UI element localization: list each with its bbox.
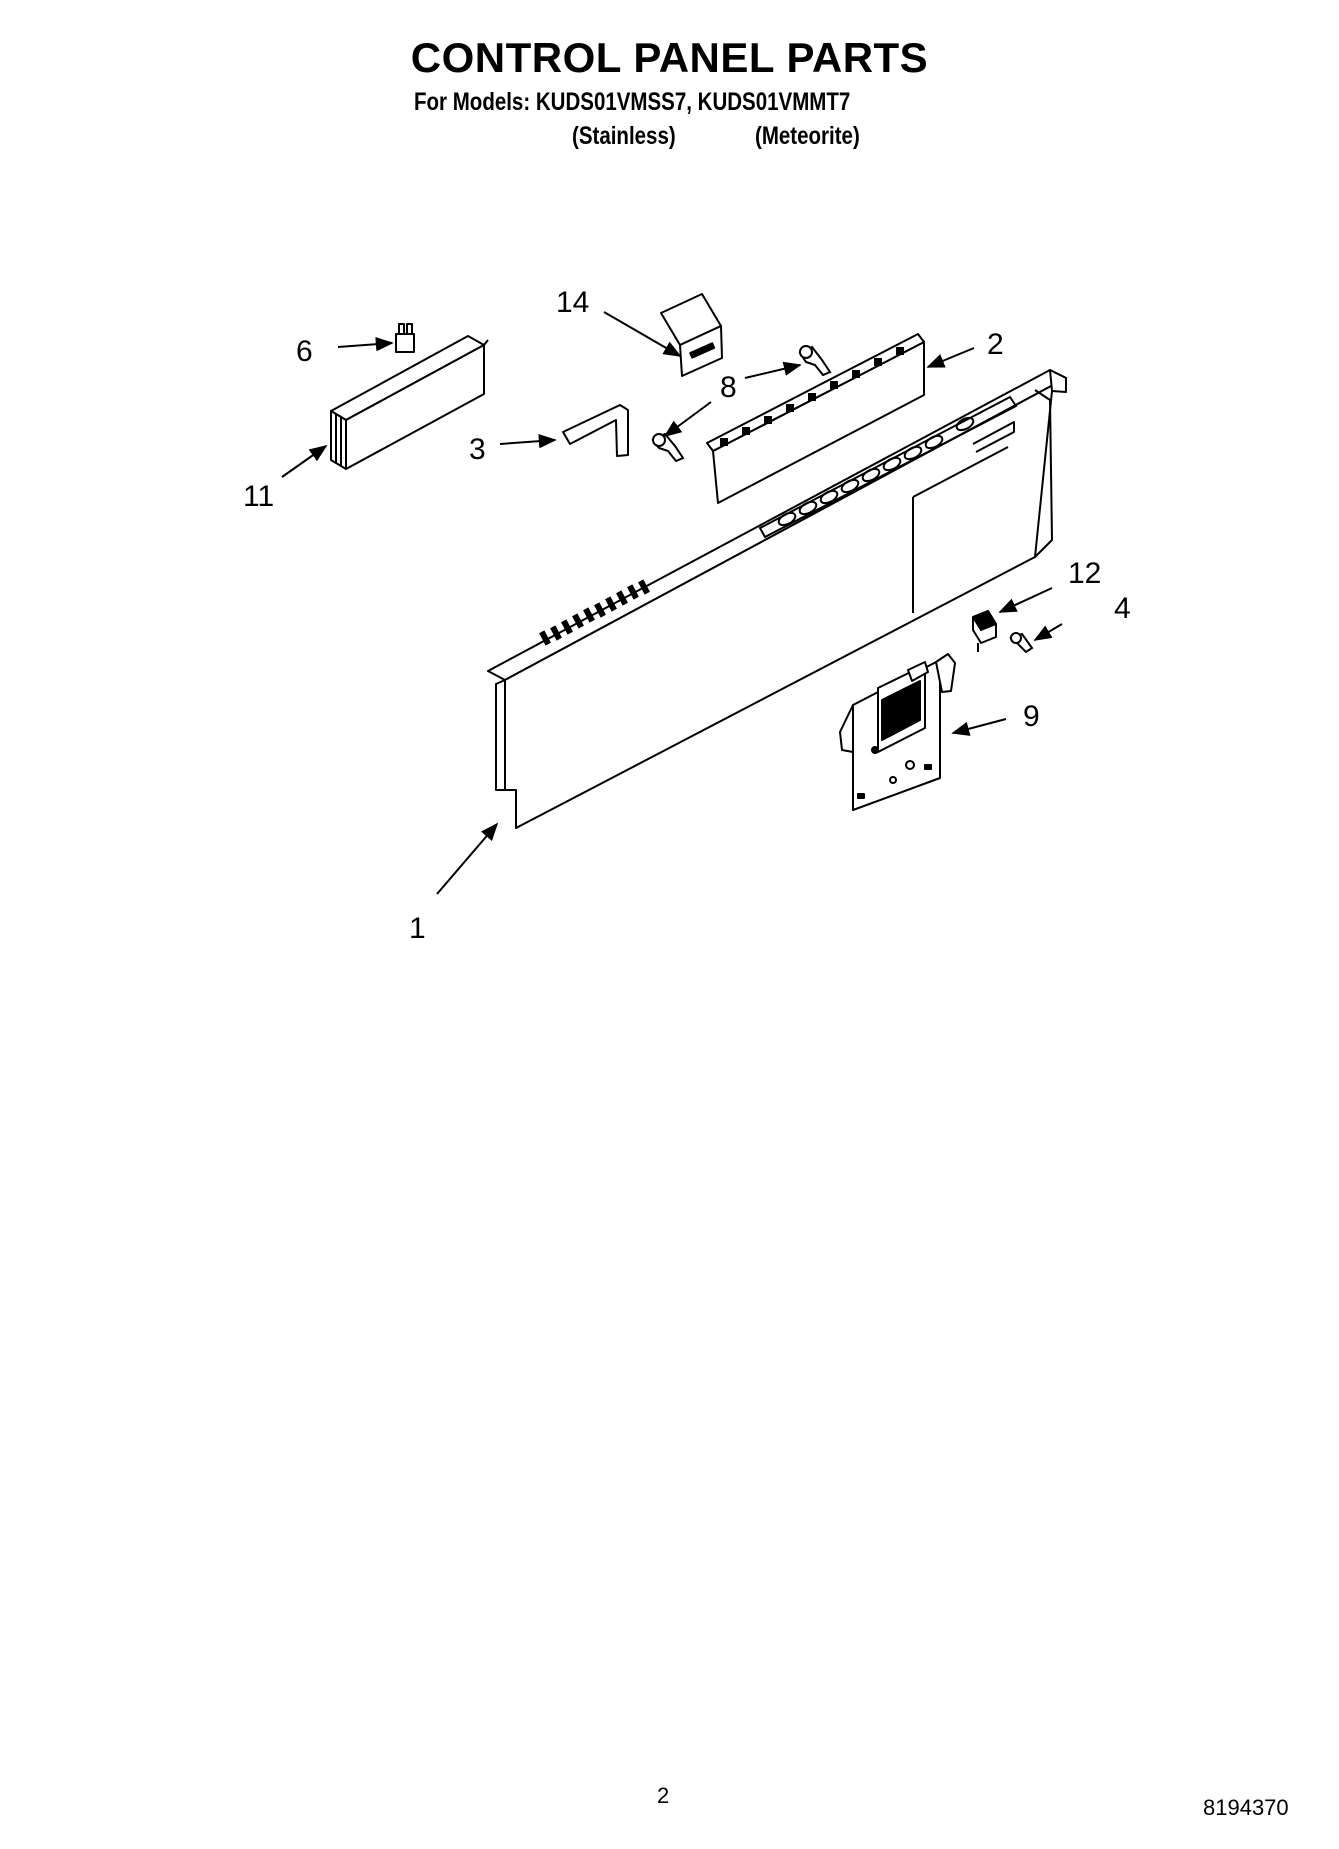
control-panel-housing <box>487 369 1067 829</box>
user-interface-board <box>706 333 925 504</box>
panel-button-row <box>758 395 1018 539</box>
callout-14: 14 <box>556 286 589 319</box>
callout-3: 3 <box>469 433 486 466</box>
callout-9: 9 <box>1023 700 1040 733</box>
variant-meteorite: (Meteorite) <box>755 122 860 150</box>
bracket <box>562 404 629 457</box>
cover <box>660 293 723 377</box>
panel-vent-slots <box>539 579 650 646</box>
switch <box>972 610 997 652</box>
page-number: 2 <box>657 1783 670 1808</box>
screw-small <box>1009 632 1034 654</box>
callout-1: 1 <box>409 912 426 945</box>
page-title: CONTROL PANEL PARTS <box>410 34 929 81</box>
callout-6: 6 <box>296 335 313 368</box>
callout-4: 4 <box>1114 592 1131 625</box>
screws <box>651 345 832 463</box>
leader-arrows <box>281 311 1063 895</box>
document-number: 8194370 <box>1203 1795 1289 1820</box>
module-box <box>330 335 489 470</box>
latch-assembly <box>839 653 956 811</box>
callout-2: 2 <box>987 328 1004 361</box>
models-line: For Models: KUDS01VMSS7, KUDS01VMMT7 <box>414 88 851 116</box>
callout-11: 11 <box>243 480 274 513</box>
connector-clip <box>395 323 415 353</box>
callout-8: 8 <box>720 371 737 404</box>
callout-12: 12 <box>1068 557 1101 590</box>
variant-stainless: (Stainless) <box>572 122 676 150</box>
